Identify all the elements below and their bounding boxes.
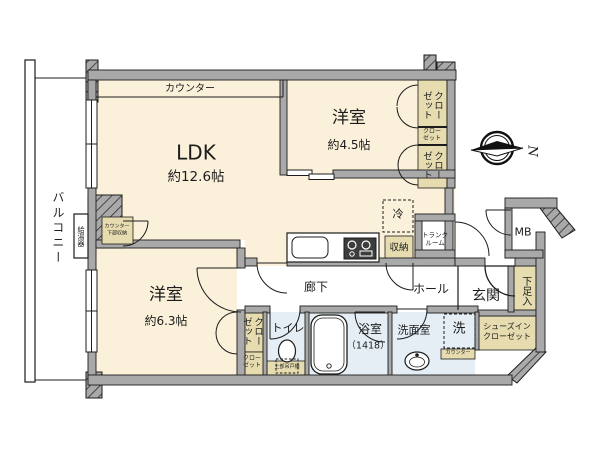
bedroom2-name: 洋室 <box>149 285 183 306</box>
ldk-name: LDK <box>176 140 216 165</box>
counter-label: カウンター <box>165 83 215 95</box>
bath-size: （1418） <box>346 340 390 352</box>
bedroom2-area <box>96 248 237 375</box>
closet-label-3: クローゼット <box>241 316 263 346</box>
closet-dividers <box>418 126 447 146</box>
windows <box>85 99 98 353</box>
bedroom1-name: 洋室 <box>332 108 366 129</box>
fridge-label: 冷 <box>392 207 404 221</box>
washbasin <box>404 351 430 371</box>
bedroom1-area <box>287 80 418 175</box>
ldk-room-area <box>96 80 455 266</box>
washroom-label: 洗面室 <box>397 323 431 337</box>
laundry-label: 洗 <box>452 321 466 337</box>
ldk-size: 約12.6帖 <box>167 169 225 186</box>
hall-label: ホール <box>412 282 450 297</box>
closet-label-small-1: クロー ゼット <box>422 128 442 142</box>
compass-icon <box>470 130 524 166</box>
washing-machine-space <box>443 313 476 349</box>
shoes-in-closet-label: シューズイン クローゼット <box>483 322 531 341</box>
water-heater-box <box>73 213 89 259</box>
north-label: N <box>524 145 540 157</box>
closet-label-2: クローゼット <box>421 150 443 180</box>
balcony-label: バルコニー <box>50 190 65 266</box>
closet-label-1: クローゼット <box>421 90 443 120</box>
meter-box-label: MB <box>514 225 532 239</box>
water-heater-label: 給湯器 <box>77 225 86 247</box>
counter-lower-storage-label: カウンター 下部収納 <box>104 223 130 237</box>
laundry-counter-strip <box>440 348 476 360</box>
fridge-space <box>382 199 414 233</box>
upper-cabinet-label: 上部吊戸棚 <box>274 364 300 371</box>
bedroom1-size: 約4.5帖 <box>327 138 371 153</box>
bedroom2-size: 約6.3帖 <box>144 314 188 329</box>
entrance-label: 玄関 <box>472 287 500 304</box>
kitchen-sink <box>291 236 329 259</box>
storage-label: 収納 <box>389 242 409 254</box>
bath-name: 浴室 <box>357 322 383 337</box>
toilet-label: トイレ <box>271 321 305 335</box>
closet-label-small-2: クロー ゼット <box>242 355 262 369</box>
stove <box>343 237 377 260</box>
kitchen-counter <box>286 232 380 263</box>
laundry-counter-label: カウンター <box>445 350 471 357</box>
trunk-room-label: トランク ルーム <box>422 231 448 247</box>
meter-box-area <box>511 207 537 251</box>
doors <box>122 84 516 355</box>
shoe-box-label: 下足入 <box>519 276 531 306</box>
toilet-fixture <box>275 339 299 374</box>
walls <box>87 69 558 386</box>
corridor-label: 廊下 <box>303 280 329 295</box>
bathtub <box>310 314 348 375</box>
balcony-structure <box>24 59 88 383</box>
ldk-counter <box>96 80 284 98</box>
